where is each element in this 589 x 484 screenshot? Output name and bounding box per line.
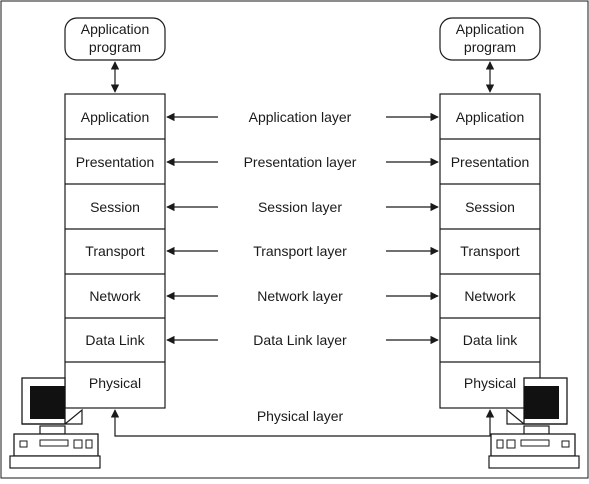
left-layer-transport: Transport	[85, 243, 145, 259]
peer-label-application: Application layer	[249, 109, 352, 125]
right-layer-network: Network	[464, 288, 516, 304]
right-stack-frame	[439, 93, 541, 409]
right-app-program-line1: Application	[456, 21, 525, 37]
right-layer-application: Application	[456, 109, 525, 125]
peer-link-session: Session layer	[166, 199, 439, 215]
left-stack-frame	[64, 93, 166, 409]
right-computer-icon	[488, 377, 580, 469]
right-layer-session: Session	[465, 199, 515, 215]
right-layer-transport: Transport	[460, 243, 520, 259]
peer-label-transport: Transport layer	[253, 243, 347, 259]
peer-label-data-link: Data Link layer	[253, 332, 347, 348]
left-app-program-line2: program	[89, 39, 141, 55]
peer-label-network: Network layer	[257, 288, 343, 304]
left-layer-presentation: Presentation	[76, 154, 155, 170]
left-layer-session: Session	[90, 199, 140, 215]
left-layer-stack: Application Presentation Session Transpo…	[64, 93, 166, 409]
left-layer-physical: Physical	[89, 375, 141, 391]
physical-link-label: Physical layer	[257, 408, 344, 424]
left-layer-application: Application	[81, 109, 150, 125]
left-layer-data-link: Data Link	[85, 332, 145, 348]
right-layer-stack: Application Presentation Session Transpo…	[439, 93, 541, 409]
left-application-program: Application program	[64, 17, 166, 61]
left-computer-icon	[9, 377, 101, 469]
left-app-program-line1: Application	[81, 21, 150, 37]
right-layer-physical: Physical	[464, 375, 516, 391]
peer-link-network: Network layer	[166, 288, 439, 304]
peer-link-data-link: Data Link layer	[166, 332, 439, 348]
left-layer-network: Network	[89, 288, 141, 304]
right-application-program: Application program	[439, 17, 541, 61]
right-app-program-line2: program	[464, 39, 516, 55]
peer-link-presentation: Presentation layer	[166, 154, 439, 170]
peer-link-application: Application layer	[166, 109, 439, 125]
peer-label-session: Session layer	[258, 199, 342, 215]
right-layer-data-link: Data link	[463, 332, 518, 348]
peer-link-transport: Transport layer	[166, 243, 439, 259]
physical-link-line	[110, 409, 495, 437]
right-layer-presentation: Presentation	[451, 154, 530, 170]
peer-label-presentation: Presentation layer	[244, 154, 357, 170]
